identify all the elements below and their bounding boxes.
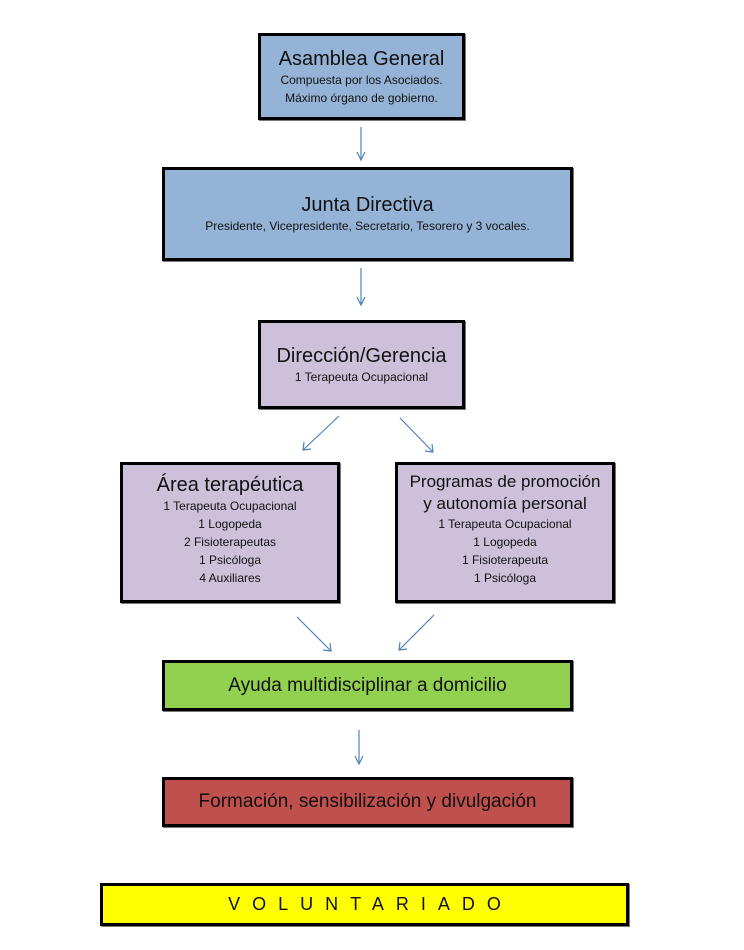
node-direccion-gerencia: Dirección/Gerencia 1 Terapeuta Ocupacion… bbox=[258, 320, 465, 409]
node-detail: 1 Terapeuta Ocupacional bbox=[438, 517, 572, 531]
node-asamblea-general: Asamblea General Compuesta por los Asoci… bbox=[258, 33, 465, 120]
node-detail: 2 Fisioterapeutas bbox=[183, 535, 277, 549]
node-title: Formación, sensibilización y divulgación bbox=[198, 791, 537, 812]
node-detail: 1 Psicóloga bbox=[473, 571, 537, 585]
arrow-ayuda-to-formacion bbox=[354, 730, 364, 766]
node-detail: Compuesta por los Asociados. bbox=[280, 72, 443, 87]
node-programas-promocion: Programas de promoción y autonomía perso… bbox=[395, 462, 615, 603]
node-title: Ayuda multidisciplinar a domicilio bbox=[228, 674, 507, 696]
node-detail: 1 Terapeuta Ocupacional bbox=[294, 369, 429, 384]
node-title: Junta Directiva bbox=[301, 194, 434, 216]
node-detail: Presidente, Vicepresidente, Secretario, … bbox=[205, 219, 530, 233]
node-area-terapeutica: Área terapéutica 1 Terapeuta Ocupacional… bbox=[120, 462, 340, 603]
arrow-junta-to-direccion bbox=[356, 268, 366, 307]
node-title: VOLUNTARIADO bbox=[228, 894, 513, 914]
node-detail: 1 Fisioterapeuta bbox=[461, 553, 549, 567]
node-ayuda-domicilio: Ayuda multidisciplinar a domicilio bbox=[162, 660, 573, 711]
node-title: Dirección/Gerencia bbox=[276, 344, 447, 367]
node-detail: 4 Auxiliares bbox=[199, 571, 261, 585]
node-title: y autonomía personal bbox=[423, 494, 587, 513]
node-detail: 1 Logopeda bbox=[473, 535, 537, 549]
node-formacion: Formación, sensibilización y divulgación bbox=[162, 777, 573, 827]
node-junta-directiva: Junta Directiva Presidente, Vicepresiden… bbox=[162, 167, 573, 261]
arrow-area-to-ayuda bbox=[296, 616, 332, 652]
node-detail: 1 Logopeda bbox=[198, 517, 262, 531]
arrow-asamblea-to-junta bbox=[356, 127, 366, 162]
node-voluntariado: VOLUNTARIADO bbox=[100, 883, 629, 926]
node-title: Área terapéutica bbox=[156, 474, 304, 496]
node-detail: 1 Psicóloga bbox=[198, 553, 262, 567]
arrow-programas-to-ayuda bbox=[398, 614, 435, 651]
node-title: Programas de promoción bbox=[409, 472, 601, 491]
node-title: Asamblea General bbox=[278, 47, 445, 70]
node-detail: 1 Terapeuta Ocupacional bbox=[163, 499, 297, 513]
arrow-direccion-to-area bbox=[302, 415, 340, 451]
arrow-direccion-to-programas bbox=[399, 417, 434, 453]
node-detail: Máximo órgano de gobierno. bbox=[285, 90, 438, 105]
